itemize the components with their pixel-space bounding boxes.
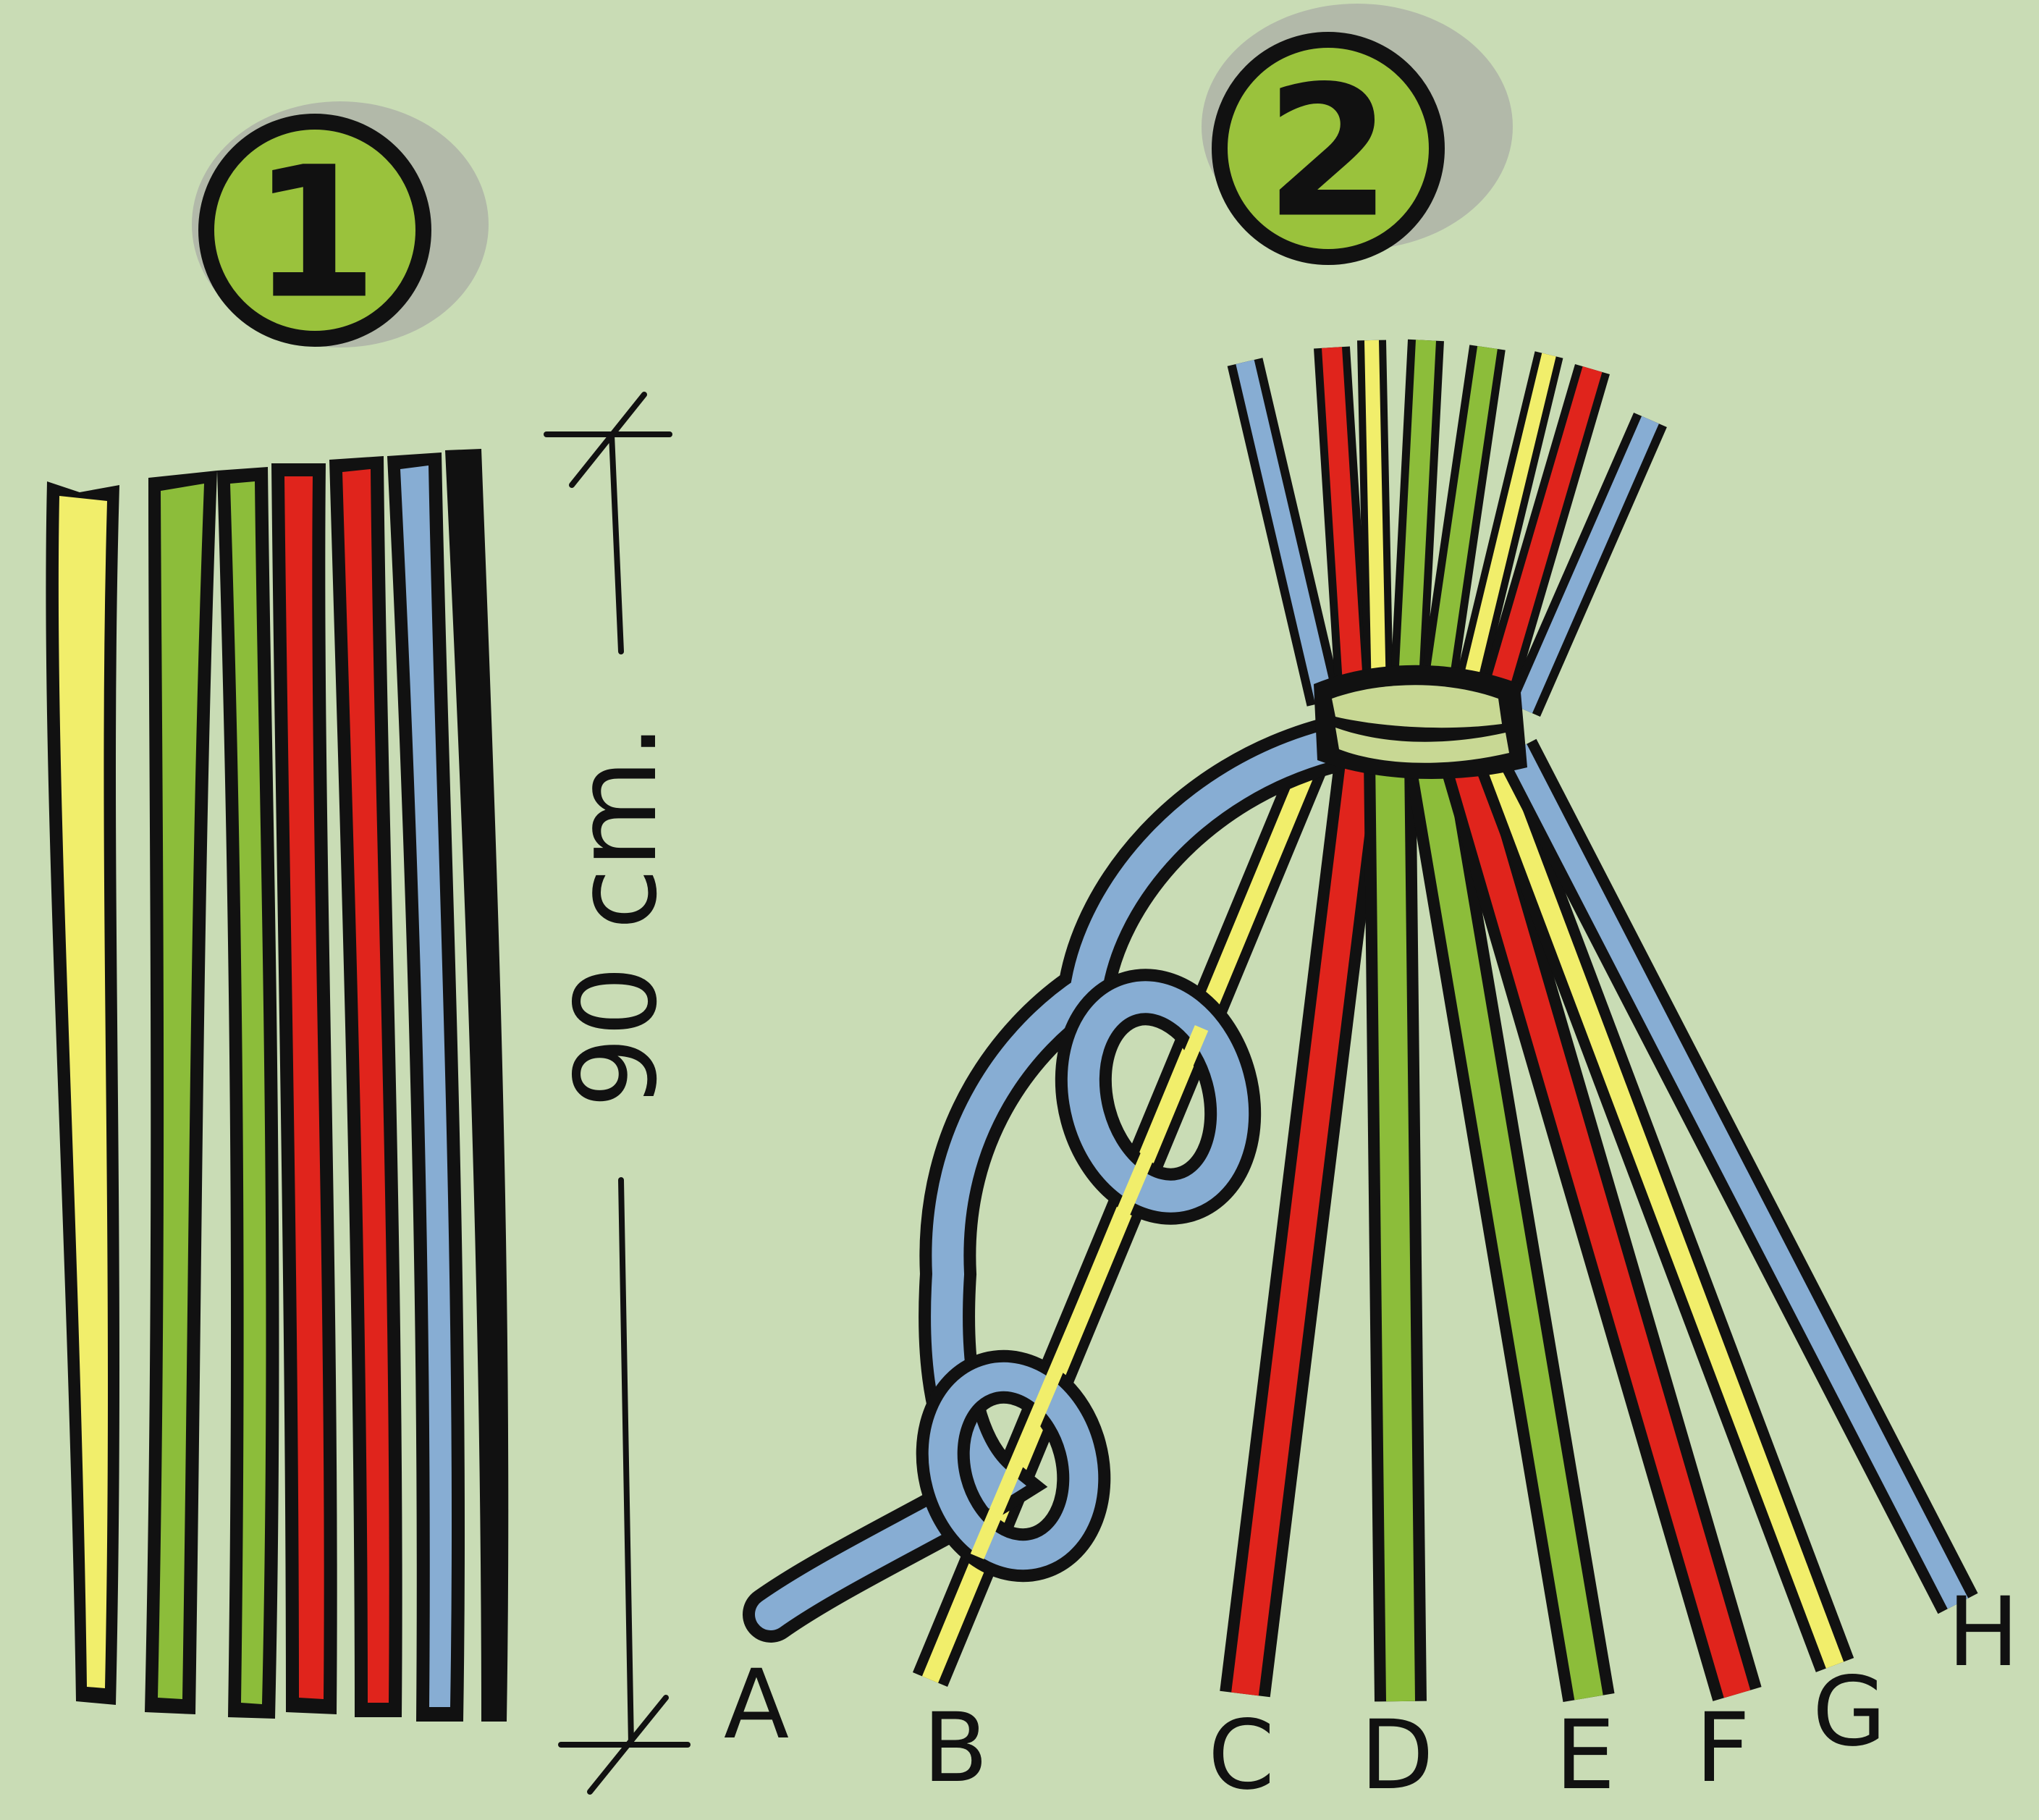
strand-label-a: A xyxy=(724,1649,789,1761)
step-1-cords xyxy=(46,449,508,1722)
strand-label-e: E xyxy=(1555,1700,1615,1811)
cord-fan-bottom xyxy=(1245,749,1958,1701)
measurement-top-cross xyxy=(572,395,644,485)
cord-fringe-top xyxy=(1245,340,1650,709)
measurement-line-upper xyxy=(612,434,621,652)
step-1-number: 1 xyxy=(252,128,378,339)
step-2-number: 2 xyxy=(1265,47,1391,258)
cord-loop-green xyxy=(145,467,279,1719)
step-2-badge: 2 xyxy=(1202,4,1513,258)
cord-loop-red xyxy=(271,456,402,1717)
strand-label-g: G xyxy=(1812,1656,1886,1768)
cord-loop-blue xyxy=(387,449,508,1722)
cord-loop-yellow xyxy=(46,481,119,1705)
gathering-knot xyxy=(1314,665,1527,779)
strand-label-d: D xyxy=(1360,1700,1434,1811)
measurement-line-lower xyxy=(621,1180,631,1745)
step-1-badge: 1 xyxy=(192,101,489,347)
strand-label-c: C xyxy=(1208,1700,1275,1811)
strand-label-f: F xyxy=(1695,1693,1750,1804)
strand-label-h: H xyxy=(1947,1577,2019,1688)
strand-label-b: B xyxy=(923,1693,989,1804)
measurement-label: 90 cm. xyxy=(551,723,682,1108)
